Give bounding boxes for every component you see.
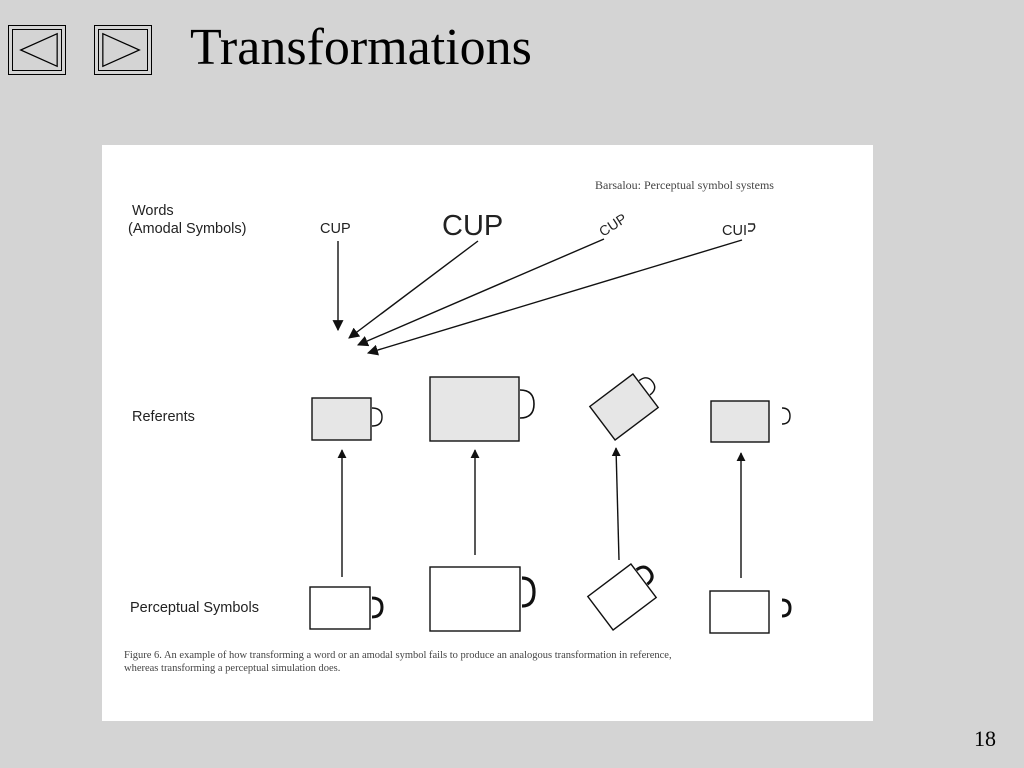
perceptual-cup-normal [309,586,371,630]
word-cup-reversed-text: CUI [722,223,747,239]
perceptual-cup-normal-handle [371,596,384,619]
referent-cup-large [429,376,520,442]
perceptual-cup-reversed [709,590,770,634]
amodal-symbols-label: (Amodal Symbols) [128,221,246,237]
referent-cup-normal-handle [371,407,383,427]
words-label: Words [132,203,174,219]
previous-button-frame [12,29,62,71]
referent-cup-reversed [710,400,770,443]
right-triangle-icon [102,32,141,68]
slide-title: Transformations [190,19,532,76]
perceptual-symbols-label: Perceptual Symbols [130,600,259,616]
figure-diagram: Barsalou: Perceptual symbol systems Word… [124,178,792,674]
next-button-frame [98,29,148,71]
referent-cup-reversed-handle [781,407,791,425]
referents-label: Referents [132,409,195,425]
arrow-word-reversed [366,239,743,356]
perceptual-cup-large [429,566,521,632]
arrow-word-rotated [356,238,605,347]
perceptual-cup-large-handle [521,576,536,608]
next-slide-button[interactable] [94,25,152,75]
word-cup-rotated: CUP [596,210,630,240]
word-cup-normal: CUP [320,221,351,237]
referent-cup-large-handle [519,389,535,419]
previous-slide-button[interactable] [8,25,66,75]
referent-cup-normal [311,397,372,441]
perceptual-cup-reversed-handle [781,598,792,618]
figure-image: Barsalou: Perceptual symbol systems Word… [102,145,873,721]
left-triangle-icon [19,32,58,68]
word-cup-large: CUP [442,210,503,242]
figure-caption-line1: Figure 6. An example of how transforming… [124,650,672,661]
arrow-word-large [348,240,479,339]
figure-caption-line2: whereas transforming a perceptual simula… [124,663,340,674]
perceptual-cup-rotated [586,562,658,632]
reversed-letter-mark [748,223,756,232]
figure-header: Barsalou: Perceptual symbol systems [595,178,774,192]
arrow-perceptual-rotated [611,447,621,561]
referent-cup-rotated [588,372,660,442]
page-number: 18 [974,726,996,751]
